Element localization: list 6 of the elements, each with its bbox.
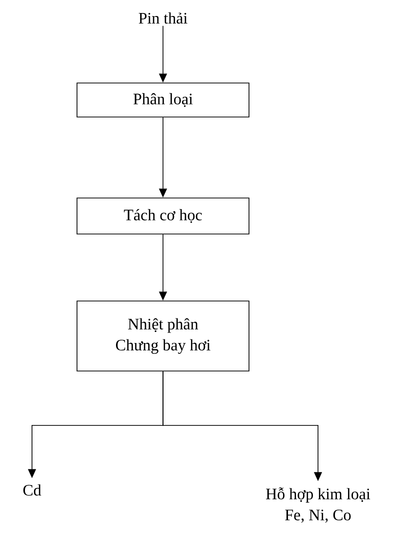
process-box: Nhiệt phân Chưng bay hơi xyxy=(76,300,250,372)
process-box: Phân loại xyxy=(76,82,250,118)
text-label: Cd xyxy=(23,484,42,496)
process-box: Tách cơ học xyxy=(76,198,250,234)
text-label: Pin thải xyxy=(138,12,188,24)
text-label: Hỗ hợp kim loại Fe, Ni, Co xyxy=(266,487,370,523)
